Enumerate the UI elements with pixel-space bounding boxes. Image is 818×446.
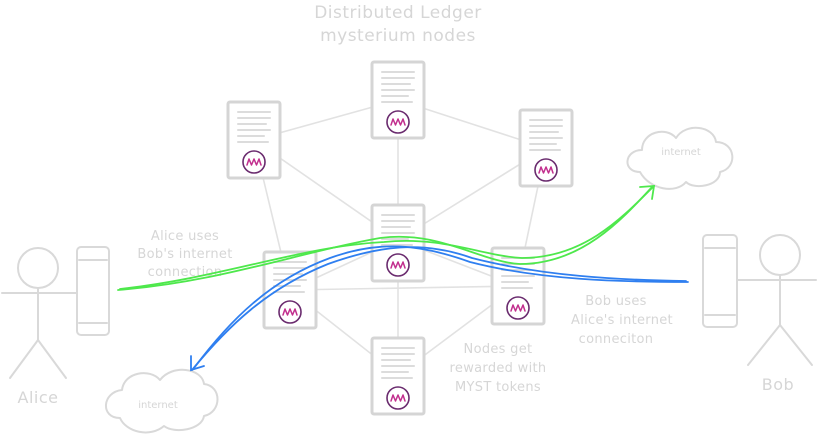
server-nodes: [226, 60, 574, 416]
mysterium-logo-icon: [278, 300, 302, 324]
server-body: [226, 100, 282, 180]
cloud-top-right: internet: [626, 127, 734, 190]
note-bob-line-2: Alice's internet: [571, 313, 673, 328]
logo-mark: [390, 394, 406, 402]
bob-path-arrowhead: [190, 355, 205, 372]
logo-ring: [386, 253, 410, 277]
mysterium-logo-icon: [506, 296, 530, 320]
logo-ring: [278, 300, 302, 324]
logo-ring: [386, 386, 410, 410]
server-node-left: [262, 250, 318, 330]
logo-mark: [390, 118, 406, 126]
title-line-1: Distributed Ledger: [314, 3, 482, 23]
logo-ring: [534, 158, 558, 182]
note-rewards-line-1: Nodes get: [464, 342, 533, 357]
server-node-bottom: [370, 336, 426, 416]
bob-path-stroke-2: [191, 246, 687, 371]
note-bob-line-3: conneciton: [579, 332, 654, 347]
server-body: [370, 336, 426, 416]
mysterium-logo-icon: [534, 158, 558, 182]
note-alice-line-2: Bob's internet: [137, 247, 232, 262]
bob-phone: [702, 234, 738, 328]
server-node-right: [490, 246, 546, 326]
cloud-bottom-left-label: internet: [138, 400, 178, 411]
note-alice-line-3: connection: [148, 265, 223, 280]
note-bob-line-1: Bob uses: [585, 294, 646, 309]
server-node-upper-left: [226, 100, 282, 180]
cloud-top-right-label: internet: [661, 147, 701, 158]
note-bob-uses: Bob uses Alice's internet conneciton: [571, 294, 673, 347]
alice-figure: [1, 247, 77, 379]
server-body: [518, 108, 574, 188]
note-rewards: Nodes get rewarded with MYST tokens: [450, 342, 547, 395]
note-rewards-line-2: rewarded with: [450, 361, 547, 376]
alice-label: Alice: [18, 388, 59, 407]
mysterium-logo-icon: [386, 253, 410, 277]
mysterium-logo-icon: [386, 110, 410, 134]
server-node-top: [370, 60, 426, 140]
server-body: [262, 250, 318, 330]
server-body: [490, 246, 546, 326]
alice-traffic-path: [117, 185, 656, 291]
server-node-upper-right: [518, 108, 574, 188]
bob-label: Bob: [762, 375, 794, 394]
alice-path-stroke-2: [119, 185, 655, 290]
logo-mark: [246, 158, 262, 166]
mysterium-logo-icon: [386, 386, 410, 410]
mysterium-logo-icon: [242, 150, 266, 174]
note-alice-line-1: Alice uses: [151, 229, 219, 244]
logo-mark: [282, 308, 298, 316]
logo-ring: [242, 150, 266, 174]
logo-ring: [506, 296, 530, 320]
bob-traffic-path: [190, 245, 689, 372]
logo-mark: [538, 166, 554, 174]
alice-phone: [76, 246, 110, 336]
cloud-bottom-left: internet: [105, 368, 219, 434]
title-line-2: mysterium nodes: [320, 26, 476, 46]
alice-path-stroke-1: [117, 186, 653, 291]
logo-mark: [390, 261, 406, 269]
logo-ring: [386, 110, 410, 134]
note-rewards-line-3: MYST tokens: [455, 380, 541, 395]
server-body: [370, 60, 426, 140]
bob-figure: [737, 234, 817, 366]
logo-mark: [510, 304, 526, 312]
alice-path-arrowhead: [639, 185, 656, 200]
